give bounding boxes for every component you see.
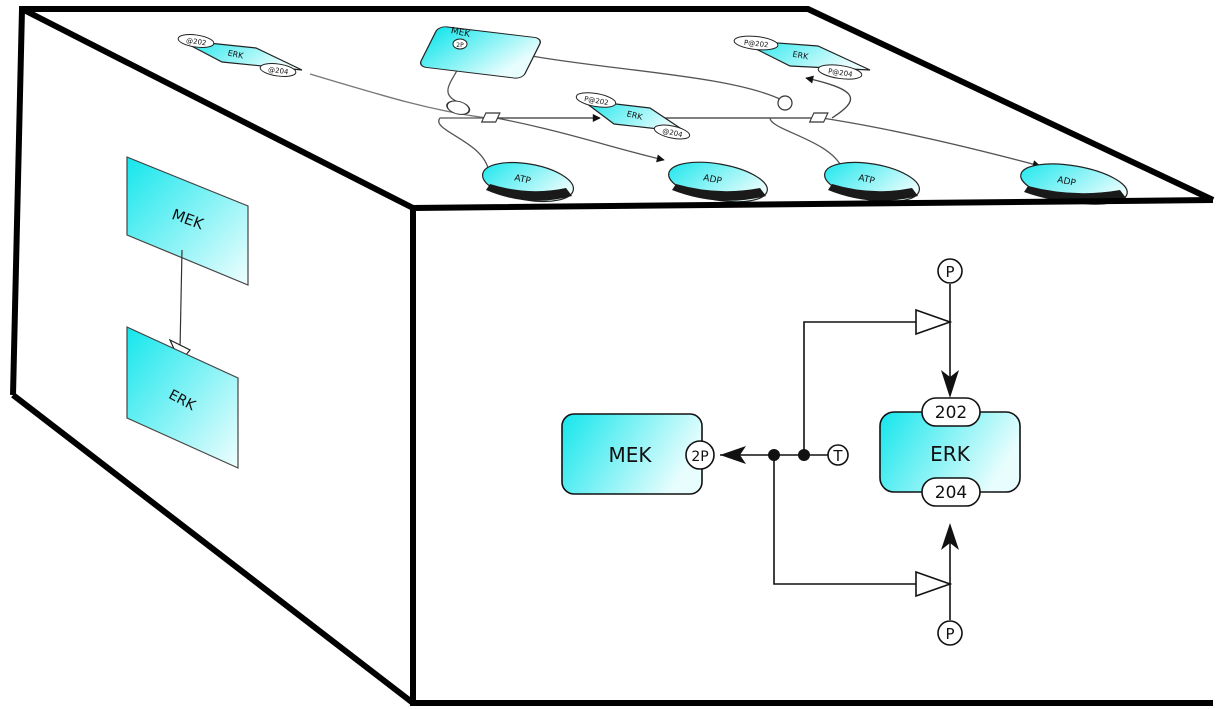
front-erk-site-top xyxy=(921,397,981,427)
top-erk-left-site-bottom-label: @204 xyxy=(268,66,290,77)
top-erk-left-site-bottom xyxy=(259,63,297,77)
left-face: MEK ERK xyxy=(126,156,249,469)
top-atp-left-label: ATP xyxy=(513,173,532,186)
top-adp-left-label: ADP xyxy=(702,173,723,187)
top-mek-state-circle xyxy=(452,38,468,50)
top-process-right-box xyxy=(808,112,829,123)
top-erk-left-site-top xyxy=(177,34,215,48)
cube-bottom-left-edge xyxy=(11,392,415,706)
cube-top-back-edge xyxy=(10,6,1215,396)
front-phospho-bottom-circle xyxy=(937,620,963,646)
top-edge-adp-left xyxy=(495,117,665,163)
front-terminal-label: T xyxy=(832,447,843,465)
top-erk-center-site-bottom xyxy=(653,124,691,140)
top-edge-erk-right xyxy=(805,75,852,119)
front-mek-state-circle xyxy=(685,440,715,470)
top-edge-erk-left-to-process xyxy=(309,73,487,119)
top-erk-center-label: ERK xyxy=(626,109,644,122)
front-mek-state: 2P xyxy=(691,449,708,465)
top-node-atp-left: ATP xyxy=(481,161,575,203)
top-edge-atp-right xyxy=(769,117,843,169)
front-phospho-top-circle xyxy=(937,258,963,284)
front-face: T MEK 2P ERK 202 204 P P xyxy=(561,258,1021,646)
top-erk-left-label: ERK xyxy=(227,49,245,61)
top-erk-right-site-bottom-label: P@204 xyxy=(828,67,854,78)
cube-top-left-edge xyxy=(20,6,415,211)
front-edge-branch-bottom xyxy=(773,455,916,585)
front-phospho-bottom-label: P xyxy=(945,625,954,643)
front-arrowhead-p-bottom xyxy=(941,523,959,550)
top-node-mek xyxy=(419,26,541,79)
top-process-right-dot xyxy=(777,95,793,111)
front-erk-site-bottom-label: 204 xyxy=(935,483,967,503)
front-mek-label: MEK xyxy=(608,443,652,467)
front-arrowhead-to-mek xyxy=(720,446,746,464)
top-process-left-box xyxy=(480,112,501,123)
left-node-erk-shape xyxy=(126,326,239,469)
top-erk-right-site-top xyxy=(733,35,779,51)
front-arrowhead-p-top xyxy=(941,370,959,398)
cube-front-face-edge xyxy=(410,197,1214,706)
top-node-atp-right: ATP xyxy=(824,161,920,203)
top-face: MEK 2P @202 ERK @204 P@202 ERK @204 P@20… xyxy=(177,26,1128,205)
cube-frame xyxy=(10,6,1215,706)
top-erk-right-site-top-label: P@202 xyxy=(744,39,769,50)
top-process-left-dot xyxy=(446,100,471,115)
front-open-arrow-bottom xyxy=(915,570,953,598)
front-terminal-circle xyxy=(827,444,849,466)
top-node-adp-left: ADP xyxy=(668,161,768,203)
top-mek-label: MEK xyxy=(450,26,472,40)
front-erk-site-top-label: 202 xyxy=(935,403,967,423)
top-node-erk-left-shape xyxy=(179,39,303,71)
top-edge-adp-right xyxy=(821,117,1041,169)
top-edge-atp-left xyxy=(438,117,489,169)
top-mek-state: 2P xyxy=(456,42,464,49)
top-erk-right-site-bottom xyxy=(817,64,863,80)
top-erk-left-site-top-label: @202 xyxy=(186,37,207,48)
front-junction-dot-right xyxy=(798,449,810,461)
front-phospho-top-label: P xyxy=(945,263,954,281)
front-erk-site-bottom xyxy=(921,477,981,507)
front-erk-label: ERK xyxy=(930,442,971,466)
front-open-arrow-top xyxy=(915,308,953,336)
top-erk-right-label: ERK xyxy=(792,50,810,62)
left-node-mek-shape xyxy=(126,156,249,286)
top-atp-right-label: ATP xyxy=(857,173,876,186)
left-edge-mek-to-erk xyxy=(179,249,183,351)
top-adp-right-label: ADP xyxy=(1056,175,1077,189)
front-edge-branch-top xyxy=(803,321,916,455)
top-erk-center-site-top xyxy=(575,92,617,108)
front-junction-dot-left xyxy=(768,449,780,461)
